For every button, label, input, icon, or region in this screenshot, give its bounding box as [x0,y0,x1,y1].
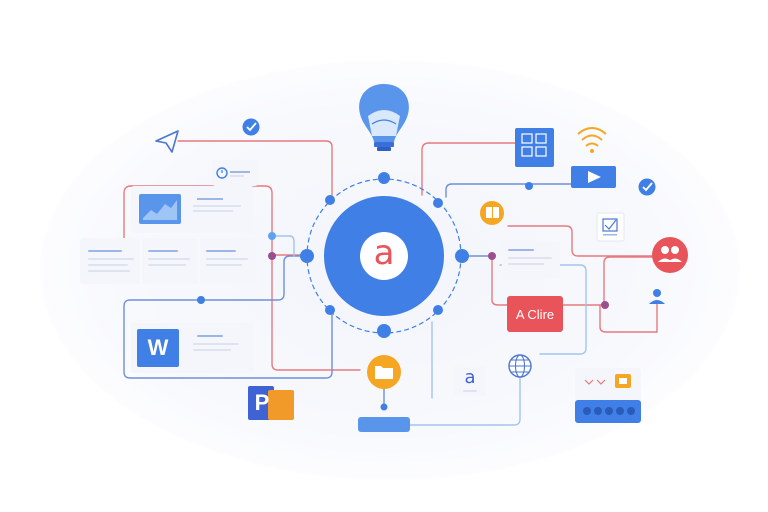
control-panel [575,368,641,423]
connector-blue [445,183,572,198]
chart-icon [139,194,241,224]
word-icon: W [137,329,179,367]
small-logo-card: a [454,366,486,396]
info-card [80,238,140,284]
central-logo: a [373,233,395,273]
connector-blue [123,255,333,379]
connector-blue [271,235,295,257]
bottom-bar [358,417,410,432]
connector-nodes [197,172,609,411]
connector-red [421,142,516,196]
powerpoint-icon: P [248,386,296,422]
connector-red [491,255,509,306]
info-card [142,238,198,284]
small-logo: a [464,367,476,388]
connector-red [599,301,658,333]
chart-card [131,186,254,233]
timer-card [212,160,258,186]
word-card: W [131,323,254,373]
connector-blue [409,373,521,426]
connector-red [177,140,333,201]
timer-icon [216,167,250,179]
info-card [502,241,560,279]
connector-red [562,256,653,306]
connector-blue [499,264,587,355]
connector-red [507,225,653,257]
info-card [200,238,256,284]
red-tag: A Clire [507,296,563,332]
connector-red [271,254,361,371]
